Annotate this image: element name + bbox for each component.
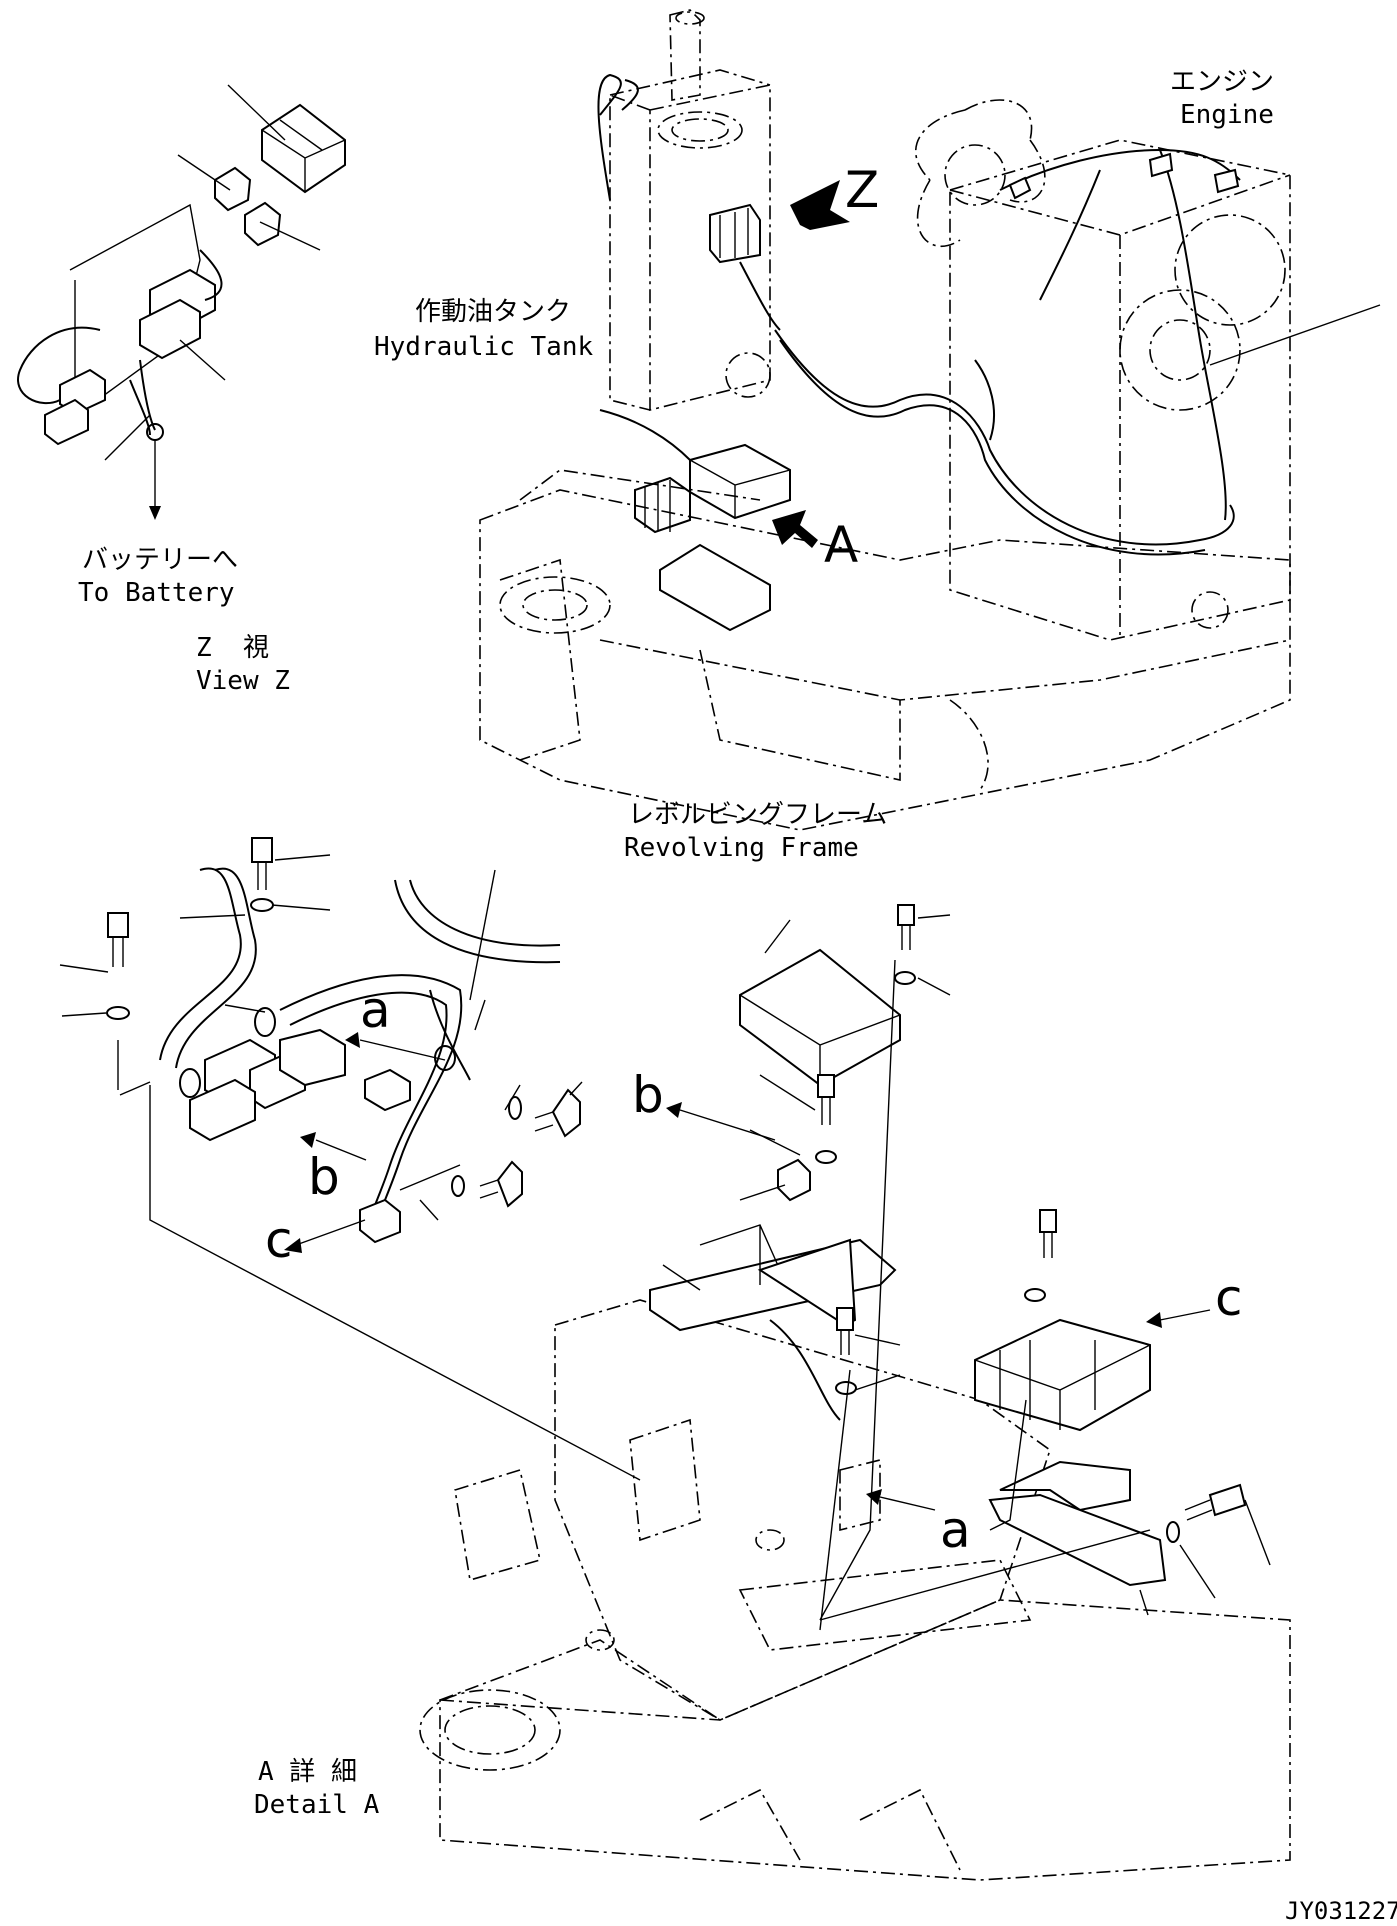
callout-a-1: a	[360, 981, 391, 1039]
drawing-code: JY031227	[1285, 1897, 1397, 1925]
detail-a-label-jp: A 詳 細	[258, 1757, 357, 1787]
revolving-frame-label-jp: レボルビングフレーム	[628, 800, 888, 830]
callout-a-2: a	[940, 1501, 971, 1559]
view-z-drawing	[17, 84, 346, 520]
revolving-frame-label-en: Revolving Frame	[624, 833, 859, 863]
engine-label-jp: エンジン	[1170, 67, 1275, 97]
detail-a-label-en: Detail A	[254, 1790, 380, 1820]
callout-z: Z	[845, 161, 880, 219]
engine-label-en: Engine	[1180, 100, 1274, 130]
view-z-label-jp: Z 視	[196, 633, 269, 663]
hydraulic-tank-label-en: Hydraulic Tank	[374, 332, 594, 362]
hydraulic-tank-label-jp: 作動油タンク	[415, 297, 572, 327]
to-battery-label-en: To Battery	[78, 578, 235, 608]
callout-b-2: b	[632, 1066, 664, 1124]
callout-a-big: A	[824, 516, 859, 574]
detail-a-drawing	[59, 837, 1291, 1881]
main-isometric-view	[479, 9, 1381, 831]
callout-c-1: c	[265, 1211, 293, 1269]
callout-b-1: b	[308, 1148, 340, 1206]
callout-c-2: c	[1215, 1269, 1243, 1327]
view-z-label-en: View Z	[196, 666, 290, 696]
to-battery-label-jp: バッテリーへ	[82, 545, 239, 575]
